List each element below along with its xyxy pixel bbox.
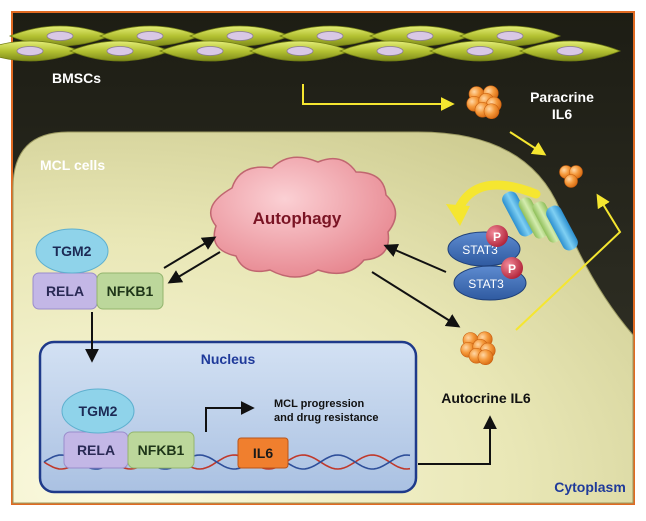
receptor-bound-il6-cluster xyxy=(559,165,583,188)
autocrine-il6-label: Autocrine IL6 xyxy=(441,390,531,406)
bmsc-nucleus xyxy=(136,31,164,41)
bmsc-nucleus xyxy=(496,31,524,41)
il6-gene-box xyxy=(237,437,289,469)
il6-gene-label: IL6 xyxy=(253,445,273,461)
tgm2-shape xyxy=(35,228,109,274)
receptor-subunit-green-right xyxy=(532,201,562,243)
bmsc-nucleus xyxy=(16,46,44,56)
tgm2-label: TGM2 xyxy=(53,243,92,259)
bmsc-nucleus xyxy=(46,31,74,41)
cytoplasm-complex: TGM2 RELA NFKB1 xyxy=(32,228,164,310)
nuclear-rela-label: RELA xyxy=(77,442,115,458)
cytoplasm-label: Cytoplasm xyxy=(554,479,626,495)
bmsc-nucleus xyxy=(316,31,344,41)
stat3-lower-label: STAT3 xyxy=(468,277,504,291)
nfkb1-box xyxy=(96,272,164,310)
arrow-autophagy-to-il6 xyxy=(371,271,461,328)
bmsc-nucleus xyxy=(286,46,314,56)
nucleus-label: Nucleus xyxy=(201,351,256,367)
arrow-complex-to-autophagy xyxy=(163,236,217,269)
arrow-il6-to-receptor xyxy=(509,131,547,156)
rela-label: RELA xyxy=(46,283,84,299)
bmsc-nucleus xyxy=(196,46,224,56)
bmsc-nucleus xyxy=(106,46,134,56)
paracrine-label-line2: IL6 xyxy=(552,106,572,122)
stat3-dimer: STAT3 STAT3 P P xyxy=(447,225,527,301)
nuclear-nfkb1-label: NFKB1 xyxy=(138,442,185,458)
stat3-upper-label: STAT3 xyxy=(462,243,498,257)
paracrine-label-line1: Paracrine xyxy=(530,89,594,105)
nfkb1-label: NFKB1 xyxy=(107,283,154,299)
nuclear-nfkb1-box xyxy=(127,431,195,469)
arrow-transcription-outcome xyxy=(205,401,255,432)
paracrine-il6-cluster xyxy=(466,85,502,120)
outcome-label-line2: and drug resistance xyxy=(274,412,379,424)
il6-receptor xyxy=(502,191,578,251)
receptor-activation-arrowhead xyxy=(446,204,470,226)
receptor-subunit-right xyxy=(546,205,578,251)
outcome-label-line1: MCL progression xyxy=(274,398,365,410)
arrow-il6-secretion xyxy=(418,415,497,465)
receptor-subunit-green-left xyxy=(518,197,548,239)
mcl-cells-label: MCL cells xyxy=(40,157,105,173)
arrow-autocrine-to-receptor xyxy=(515,193,622,331)
arrow-stat3-to-autophagy xyxy=(383,244,447,273)
il6-particle xyxy=(483,103,500,120)
bmsc-layer xyxy=(0,25,622,62)
phospho-lower-label: P xyxy=(508,262,516,276)
bmsc-nucleus xyxy=(406,31,434,41)
phospho-upper-label: P xyxy=(493,230,501,244)
autocrine-il6-cluster xyxy=(460,331,496,366)
phospho-upper-icon xyxy=(486,225,508,247)
autophagy-label: Autophagy xyxy=(253,209,342,228)
arrow-bmsc-to-il6 xyxy=(302,84,455,111)
phospho-lower-icon xyxy=(501,257,523,279)
nuclear-tgm2-shape xyxy=(61,388,135,434)
yellow-arrows xyxy=(302,84,622,331)
bmscs-label: BMSCs xyxy=(52,70,101,86)
bmsc-nucleus xyxy=(226,31,254,41)
il6-particle xyxy=(477,349,494,366)
arrow-autophagy-to-complex xyxy=(167,251,221,284)
bmsc-nucleus xyxy=(376,46,404,56)
black-arrows xyxy=(85,236,497,465)
bmsc-nucleus xyxy=(556,46,584,56)
nuclear-tgm2-label: TGM2 xyxy=(79,403,118,419)
receptor-activation-arc xyxy=(453,180,541,215)
nuclear-complex: TGM2 RELA NFKB1 xyxy=(61,388,195,469)
il6-particle xyxy=(564,174,578,188)
receptor-subunit-left xyxy=(502,191,534,237)
bmsc-nucleus xyxy=(466,46,494,56)
